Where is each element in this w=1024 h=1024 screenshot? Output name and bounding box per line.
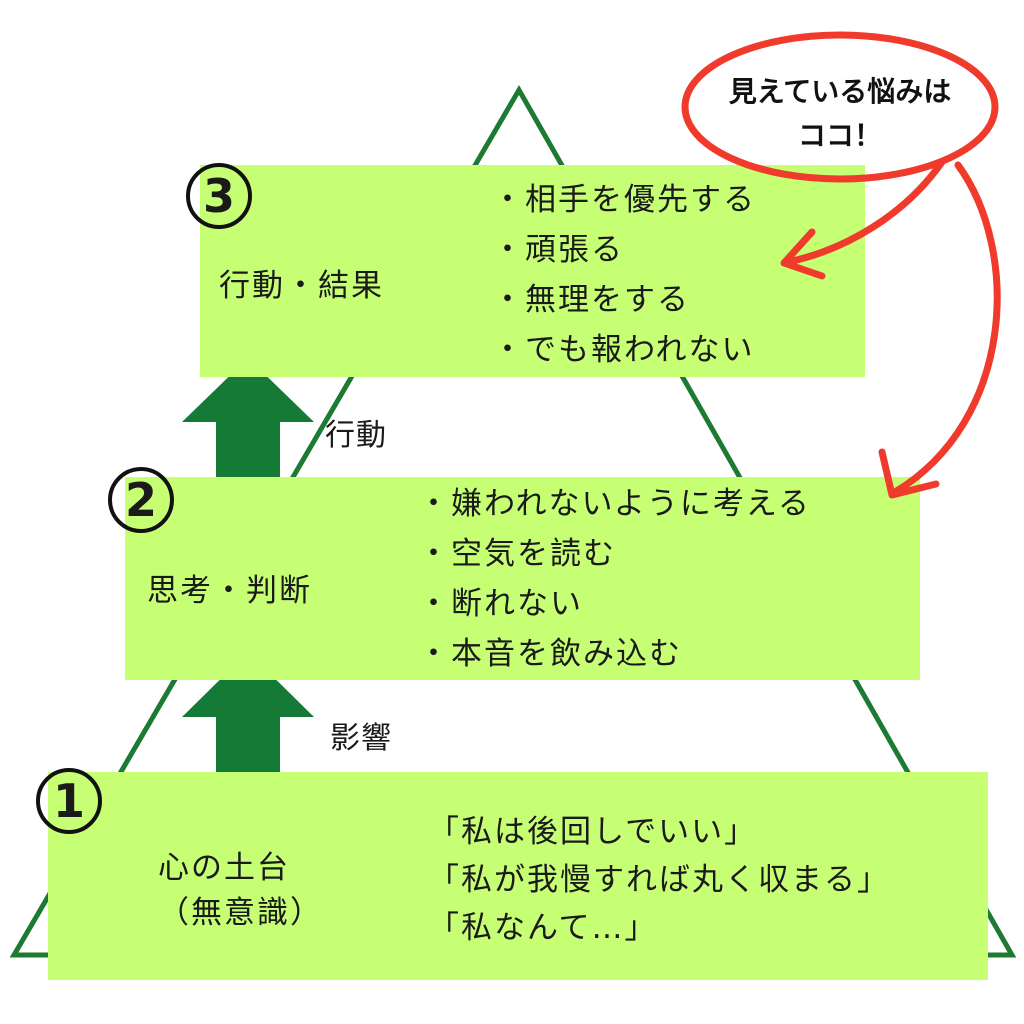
list-item: ・断れない bbox=[418, 586, 583, 622]
list-item: ・相手を優先する bbox=[492, 182, 756, 218]
level-1-number: 1 bbox=[36, 768, 102, 834]
list-item: ・空気を読む bbox=[418, 536, 616, 572]
list-item: ・頑張る bbox=[492, 232, 624, 268]
arrow-up-upper bbox=[182, 358, 314, 488]
connector-label-upper: 行動 bbox=[325, 418, 387, 453]
level-3-items: ・相手を優先する ・頑張る ・無理をする ・でも報われない bbox=[492, 175, 756, 375]
level-1-label-line-1: 心の土台 bbox=[158, 850, 290, 886]
list-item: ・無理をする bbox=[492, 282, 690, 318]
callout-line-2: ココ！ bbox=[797, 119, 882, 152]
callout-line-1: 見えている悩みは bbox=[728, 75, 952, 108]
list-item: ・本音を飲み込む bbox=[418, 636, 682, 672]
list-item: ・嫌われないように考える bbox=[418, 486, 811, 522]
list-item: ・でも報われない bbox=[492, 332, 755, 368]
level-2-label: 思考・判断 bbox=[147, 573, 312, 609]
level-1-items: 「私は後回しでいい」 「私が我慢すれば丸く収まる」 「私なんて…」 bbox=[428, 808, 890, 952]
level-2-items: ・嫌われないように考える ・空気を読む ・断れない ・本音を飲み込む bbox=[418, 479, 811, 679]
level-1-box bbox=[48, 772, 988, 980]
level-3-number: 3 bbox=[186, 163, 252, 229]
level-3-box bbox=[200, 165, 865, 377]
level-3-label: 行動・結果 bbox=[219, 268, 384, 304]
level-1-label-line-2: （無意識） bbox=[158, 895, 323, 931]
connector-label-lower: 影響 bbox=[330, 721, 392, 756]
list-item: 「私は後回しでいい」 bbox=[428, 814, 758, 850]
level-2-number: 2 bbox=[108, 467, 174, 533]
arrow-up-lower bbox=[182, 652, 314, 786]
list-item: 「私が我慢すれば丸く収まる」 bbox=[428, 862, 890, 898]
list-item: 「私なんて…」 bbox=[428, 910, 658, 946]
level-2-box bbox=[125, 477, 920, 680]
callout-text: 見えている悩みは ココ！ bbox=[690, 70, 990, 158]
